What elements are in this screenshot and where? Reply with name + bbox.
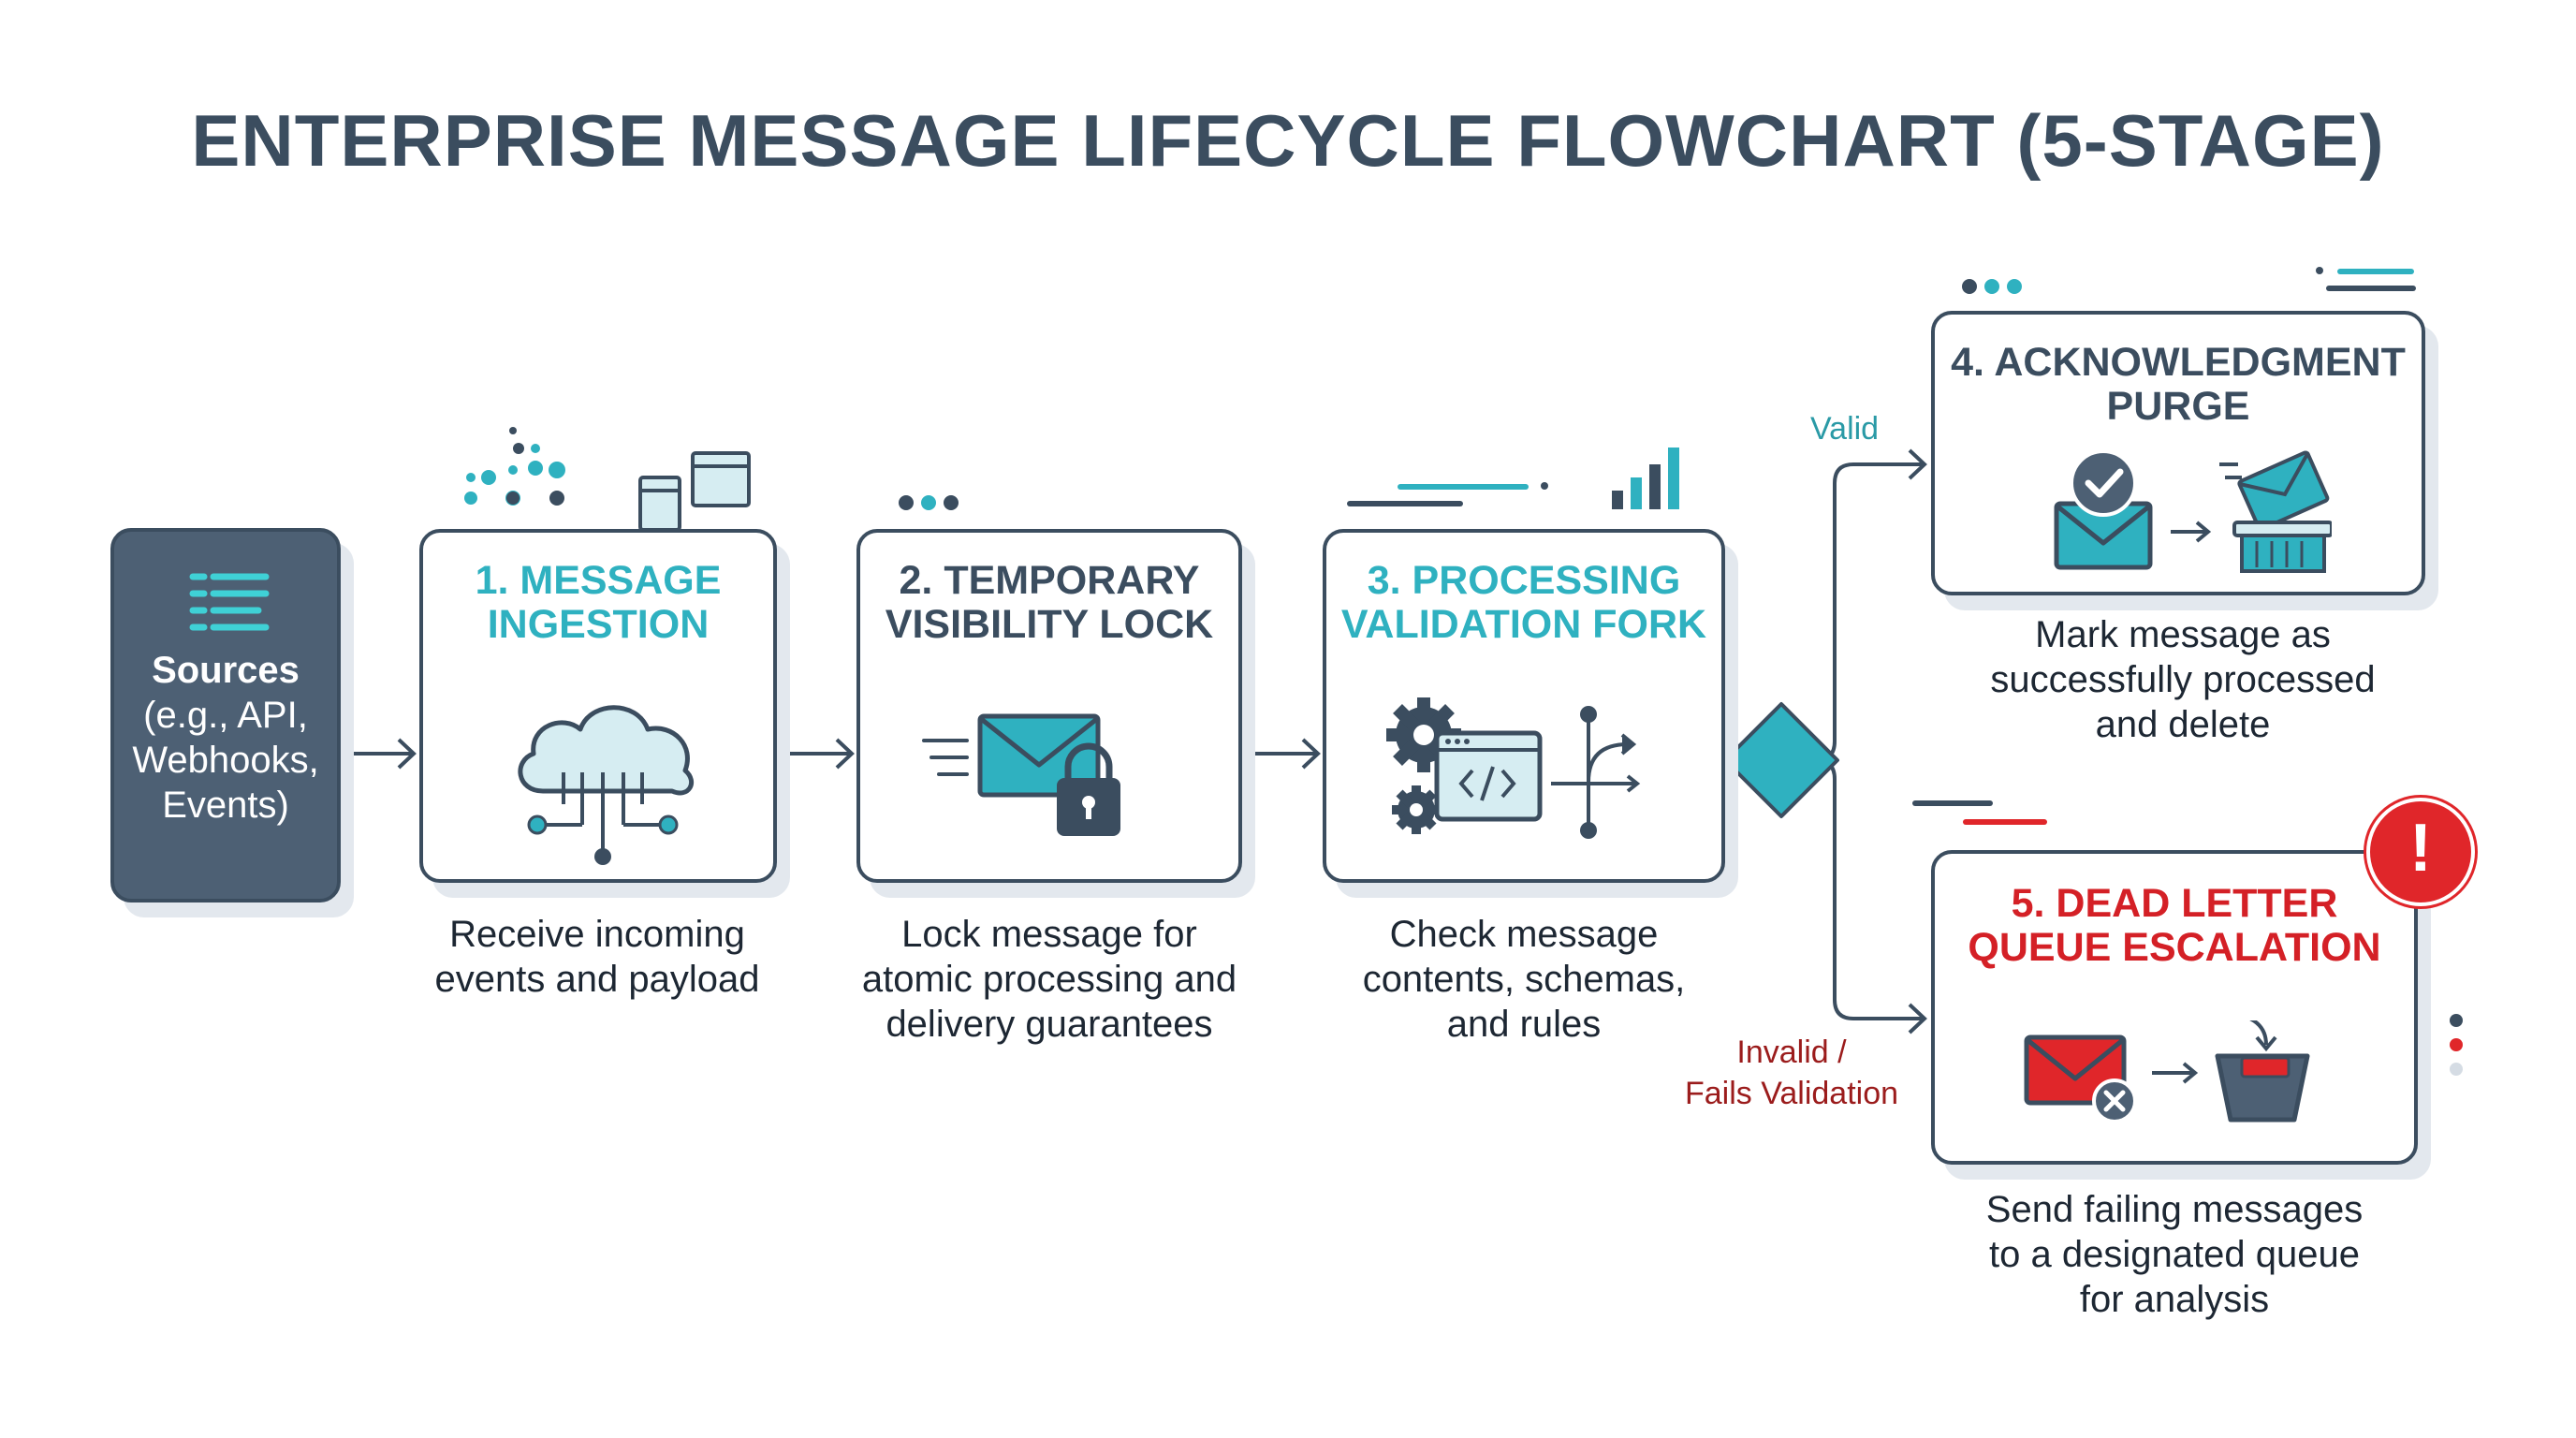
stage-1-box: 1. MESSAGE INGESTION — [419, 529, 777, 883]
branch-invalid-path — [1815, 758, 1925, 1020]
cloud-network-icon — [518, 705, 694, 865]
page-title: ENTERPRISE MESSAGE LIFECYCLE FLOWCHART (… — [191, 99, 2385, 182]
stage-4-title: 4. ACKNOWLEDGMENT PURGE — [1951, 340, 2406, 429]
envelope-lock-icon — [922, 713, 1120, 836]
branch-invalid-label: Invalid / Fails Validation — [1684, 1034, 1899, 1111]
sources-label: Sources — [152, 650, 300, 691]
rejected-envelope-queue-icon — [2024, 1020, 2310, 1123]
stage-4-box: 4. ACKNOWLEDGMENT PURGE — [1931, 311, 2425, 595]
stage-5-box: 5. DEAD LETTER QUEUE ESCALATION — [1931, 850, 2418, 1165]
sources-box: Sources (e.g., API, Webhooks, Events) — [110, 528, 341, 902]
sources-details: (e.g., API, Webhooks, Events) — [132, 695, 319, 826]
decor-bars-stage3 — [1612, 448, 1679, 509]
stage-3-box: 3. PROCESSING VALIDATION FORK — [1323, 529, 1725, 883]
check-envelope-trash-icon — [2054, 449, 2332, 573]
stage-3-description: Check message contents, schemas, and rul… — [1362, 914, 1686, 1045]
decor-lines-stage4 — [2316, 267, 2416, 291]
decor-dots-stage4 — [1962, 279, 2022, 294]
decor-dots-stage2 — [899, 495, 959, 510]
list-lines-icon — [189, 573, 270, 631]
stage-5-title: 5. DEAD LETTER QUEUE ESCALATION — [1968, 881, 2381, 970]
stage-3-title: 3. PROCESSING VALIDATION FORK — [1340, 558, 1707, 647]
stage-5-description: Send failing messages to a designated qu… — [1985, 1189, 2364, 1320]
branch-valid-path — [1780, 462, 1925, 762]
decor-lines-stage5 — [1912, 800, 2047, 825]
decor-windows-stage1 — [638, 451, 751, 532]
stage-1-title: 1. MESSAGE INGESTION — [475, 558, 722, 647]
stage-2-title: 2. TEMPORARY VISIBILITY LOCK — [885, 558, 1214, 647]
stage-2-box: 2. TEMPORARY VISIBILITY LOCK — [856, 529, 1242, 883]
stage-1-description: Receive incoming events and payload — [434, 914, 760, 1000]
decor-dots-side — [2450, 1014, 2463, 1076]
fork-icon — [1551, 716, 1641, 829]
decor-dots-stage1 — [464, 427, 565, 506]
branch-valid-label: Valid — [1810, 411, 1880, 447]
gears-code-fork-icon — [1386, 697, 1641, 839]
stage-2-description: Lock message for atomic processing and d… — [861, 914, 1237, 1045]
stage-4-description: Mark message as successfully processed a… — [1990, 614, 2376, 745]
code-window-icon — [1434, 730, 1543, 822]
alert-icon: ! — [2409, 811, 2432, 886]
alert-badge: ! — [2366, 798, 2475, 906]
decor-lines-stage3 — [1347, 482, 1548, 506]
decision-diamond — [1723, 702, 1839, 818]
